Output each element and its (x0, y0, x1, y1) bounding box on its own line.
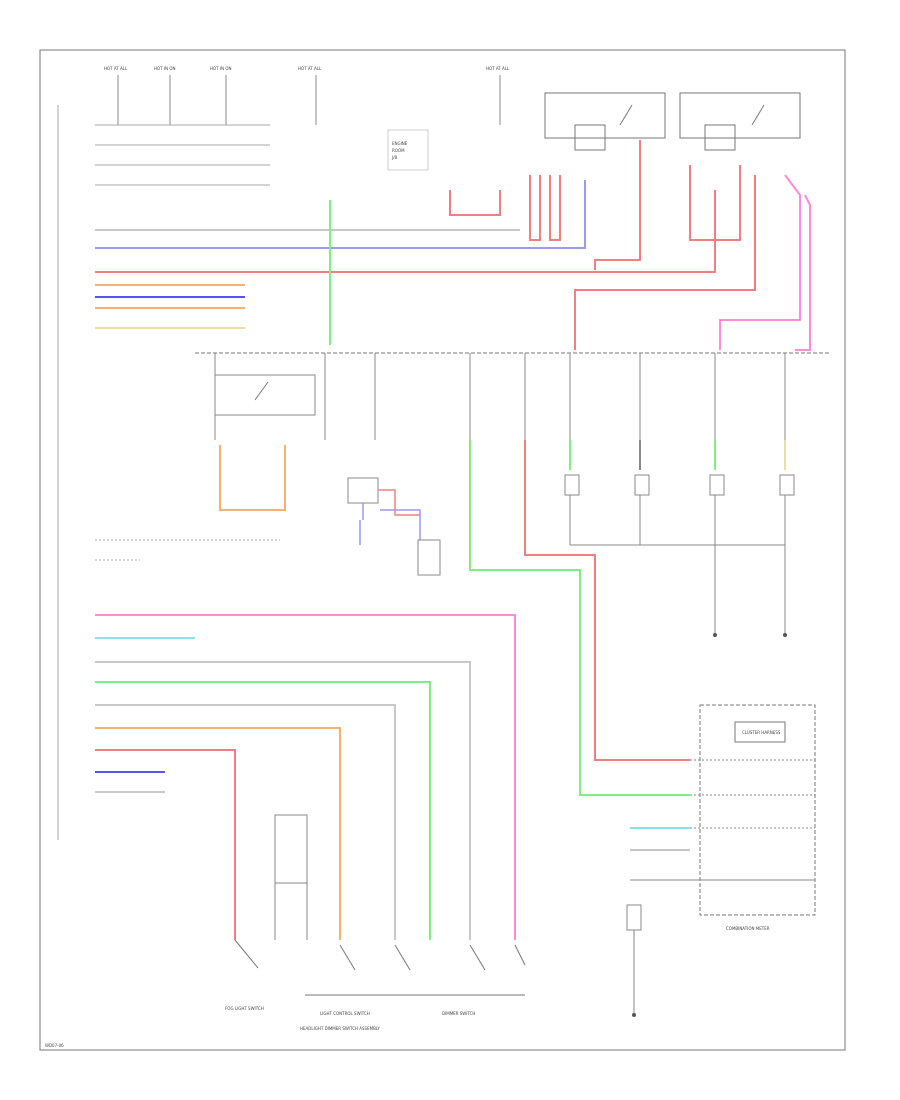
left-dashed (95, 539, 280, 561)
upper-harness-wires (95, 180, 716, 329)
tail-relay-box (214, 374, 316, 416)
orange-tail-loop (219, 445, 286, 511)
svg-text:J/B: J/B (391, 155, 398, 160)
fuse-columns (214, 353, 786, 440)
lo-relay-coil (574, 124, 606, 151)
hi-relay-box (679, 92, 801, 139)
cluster-harness-label: CLUSTER HARNESS (742, 730, 781, 735)
combination-meter-label: COMBINATION METER (726, 926, 770, 931)
green-middle-wire (469, 440, 690, 796)
svg-text:HOT AT ALL: HOT AT ALL (298, 66, 322, 71)
headlamp-boxes (564, 474, 795, 635)
red-middle-wire (524, 440, 690, 761)
svg-text:HOT AT ALL: HOT AT ALL (104, 66, 128, 71)
fog-relay-box (347, 477, 379, 504)
headlight-dimmer-switch-assembly: LIGHT CONTROL SWITCH DIMMER SWITCH HEADL… (225, 814, 526, 1031)
diagram-frame (39, 49, 846, 1051)
fog-indicator-box (626, 904, 642, 931)
footer-code: WD07-06 (45, 1043, 64, 1048)
upper-middle-labels: ENGINE ROOM J/B (387, 129, 429, 171)
red-relay-wires (449, 140, 756, 350)
headlight-dimmer-switch-assembly-label: HEADLIGHT DIMMER SWITCH ASSEMBLY (300, 1026, 381, 1031)
headlamp-color-ticks (569, 440, 786, 470)
left-connector-stubs (57, 105, 270, 840)
svg-text:HOT AT ALL: HOT AT ALL (486, 66, 510, 71)
light-control-switch-label: LIGHT CONTROL SWITCH (320, 1011, 370, 1016)
fog-relay-wires (359, 503, 421, 545)
combination-meter: CLUSTER HARNESS COMBINATION METER (690, 704, 816, 931)
fog-light-switch-label: FOG LIGHT SWITCH (225, 1006, 264, 1011)
lower-harness-wires (95, 614, 516, 940)
svg-text:ENGINE: ENGINE (392, 141, 408, 146)
hi-relay-coil (704, 124, 736, 151)
top-fuse-text: HOT AT ALL HOT IN ON HOT IN ON HOT AT AL… (104, 66, 510, 71)
fog-lamp-box (417, 539, 441, 576)
svg-text:HOT IN ON: HOT IN ON (210, 66, 231, 71)
top-fuse-group (117, 75, 501, 125)
svg-text:ROOM: ROOM (392, 148, 405, 153)
pink-relay-wires (719, 174, 811, 351)
dimmer-switch-label: DIMMER SWITCH (442, 1011, 475, 1016)
svg-text:HOT IN ON: HOT IN ON (154, 66, 175, 71)
